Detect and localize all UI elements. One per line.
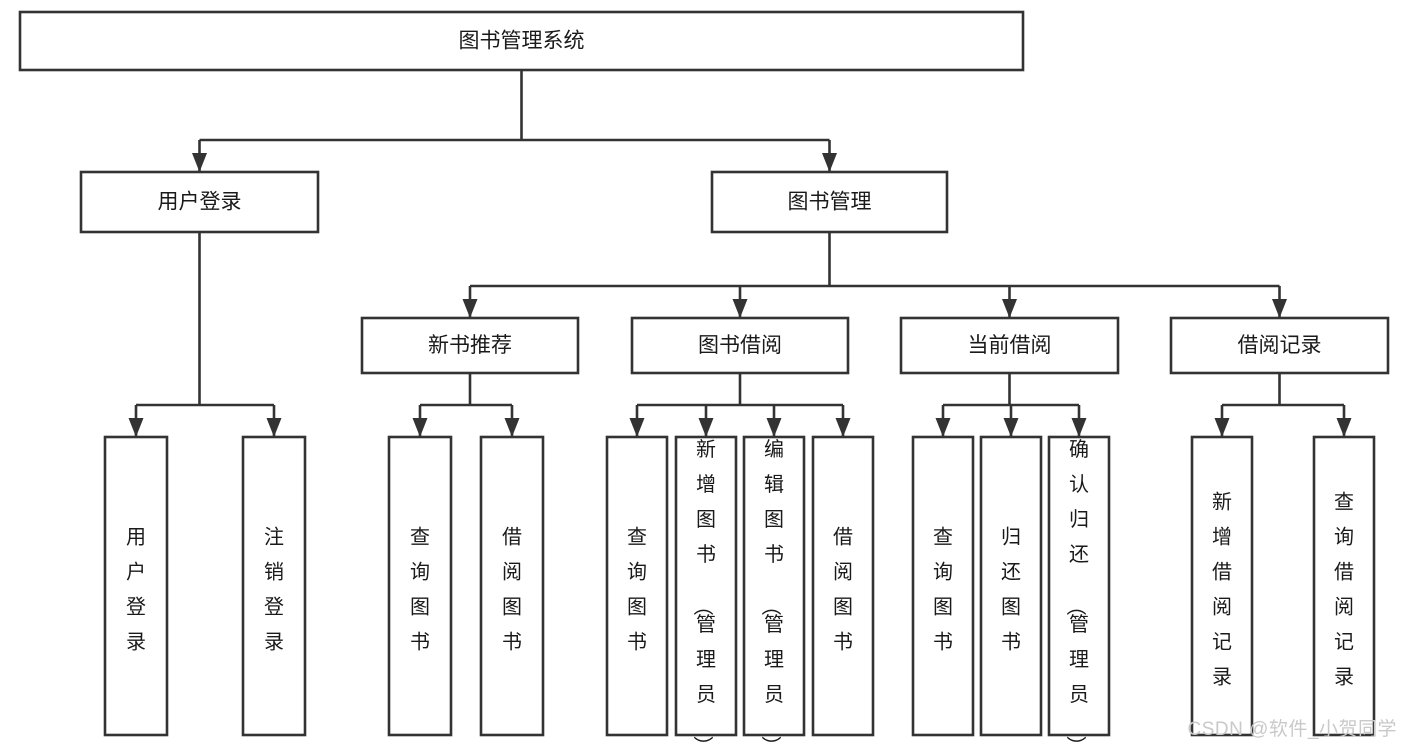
arrow-head-icon xyxy=(1336,418,1352,437)
node-box[interactable] xyxy=(911,435,975,737)
node-book-manage[interactable]: 图书管理 xyxy=(710,170,949,234)
node-label: 归还图书 xyxy=(1001,525,1021,653)
node-box[interactable] xyxy=(630,316,850,375)
arrow-head-icon xyxy=(504,418,520,437)
node-leaf-query-borrow-record[interactable]: 查询借阅记录 xyxy=(1312,435,1376,737)
node-current-borrow[interactable]: 当前借阅 xyxy=(899,316,1120,375)
node-label: 图书管理 xyxy=(788,191,872,214)
node-label: 借阅记录 xyxy=(1238,334,1322,357)
arrow-head-icon xyxy=(935,418,951,437)
node-box[interactable] xyxy=(710,170,949,234)
edge-group xyxy=(1214,373,1352,437)
node-label: 借阅图书 xyxy=(833,525,853,653)
node-label: 用户登录 xyxy=(158,191,242,214)
node-box[interactable] xyxy=(1169,316,1390,375)
arrow-head-icon xyxy=(822,153,837,172)
edge-group xyxy=(192,70,837,172)
node-leaf-query-book-recommend[interactable]: 查询图书 xyxy=(387,435,453,737)
node-box[interactable] xyxy=(18,10,1025,72)
edge-group xyxy=(128,232,282,437)
node-label: 查询借阅记录 xyxy=(1334,490,1354,688)
connector-layer xyxy=(128,70,1352,437)
node-leaf-add-book-admin[interactable]: 新增图书（管理员） xyxy=(674,435,738,747)
node-label: 注销登录 xyxy=(264,525,284,653)
node-box[interactable] xyxy=(605,435,669,737)
node-leaf-user-login[interactable]: 用户登录 xyxy=(103,435,169,737)
arrow-head-icon xyxy=(732,299,748,318)
node-box[interactable] xyxy=(899,316,1120,375)
edge-group xyxy=(412,373,520,437)
arrow-head-icon xyxy=(412,418,428,437)
arrow-head-icon xyxy=(1071,418,1087,437)
arrow-head-icon xyxy=(1272,299,1287,318)
node-label: 查询图书 xyxy=(933,525,953,653)
node-label: 查询图书 xyxy=(627,525,647,653)
arrow-head-icon xyxy=(192,153,207,172)
node-user-login[interactable]: 用户登录 xyxy=(79,170,320,234)
node-layer: 图书管理系统用户登录图书管理新书推荐图书借阅当前借阅借阅记录用户登录注销登录查询… xyxy=(18,10,1390,747)
edge-group xyxy=(462,232,1287,318)
node-new-book-recommend[interactable]: 新书推荐 xyxy=(360,316,580,375)
node-box[interactable] xyxy=(103,435,169,737)
node-label: 当前借阅 xyxy=(968,334,1052,357)
node-box[interactable] xyxy=(674,435,738,737)
node-label: 确认归还（管理员） xyxy=(1064,438,1089,747)
node-leaf-query-book-current[interactable]: 查询图书 xyxy=(911,435,975,737)
edge-group xyxy=(629,373,851,437)
node-box[interactable] xyxy=(742,435,806,737)
node-box[interactable] xyxy=(1047,435,1111,737)
node-label: 查询图书 xyxy=(410,525,430,653)
node-borrow-record[interactable]: 借阅记录 xyxy=(1169,316,1390,375)
node-label: 图书管理系统 xyxy=(459,30,585,53)
node-label: 新书推荐 xyxy=(428,334,512,357)
arrow-head-icon xyxy=(1003,418,1019,437)
node-label: 新增图书（管理员） xyxy=(691,438,716,747)
arrow-head-icon xyxy=(1002,299,1017,318)
node-book-borrow[interactable]: 图书借阅 xyxy=(630,316,850,375)
edge-group xyxy=(935,373,1087,437)
node-box[interactable] xyxy=(360,316,580,375)
node-label: 用户登录 xyxy=(126,526,146,653)
node-box[interactable] xyxy=(1190,435,1254,737)
node-label: 图书借阅 xyxy=(698,334,782,357)
node-leaf-borrow-book[interactable]: 借阅图书 xyxy=(811,435,875,737)
node-label: 借阅图书 xyxy=(502,525,522,653)
node-label: 新增借阅记录 xyxy=(1212,490,1232,688)
arrow-head-icon xyxy=(1214,418,1230,437)
csdn-watermark: CSDN @软件_小贺同学 xyxy=(1187,719,1397,740)
arrow-head-icon xyxy=(128,418,144,437)
node-leaf-logout[interactable]: 注销登录 xyxy=(241,435,307,737)
node-leaf-return-book[interactable]: 归还图书 xyxy=(979,435,1043,737)
node-leaf-borrow-book-recommend[interactable]: 借阅图书 xyxy=(479,435,545,737)
node-root[interactable]: 图书管理系统 xyxy=(18,10,1025,72)
node-box[interactable] xyxy=(241,435,307,737)
node-leaf-query-book-borrow[interactable]: 查询图书 xyxy=(605,435,669,737)
node-leaf-confirm-return-admin[interactable]: 确认归还（管理员） xyxy=(1047,435,1111,747)
arrow-head-icon xyxy=(629,418,645,437)
node-leaf-add-borrow-record[interactable]: 新增借阅记录 xyxy=(1190,435,1254,737)
arrow-head-icon xyxy=(766,418,782,437)
node-leaf-edit-book-admin[interactable]: 编辑图书（管理员） xyxy=(742,435,806,747)
arrow-head-icon xyxy=(835,418,851,437)
node-box[interactable] xyxy=(979,435,1043,737)
arrow-head-icon xyxy=(698,418,714,437)
arrow-head-icon xyxy=(462,299,478,318)
arrow-head-icon xyxy=(266,418,282,437)
node-box[interactable] xyxy=(479,435,545,737)
node-box[interactable] xyxy=(811,435,875,737)
node-box[interactable] xyxy=(387,435,453,737)
node-box[interactable] xyxy=(1312,435,1376,737)
node-label: 编辑图书（管理员） xyxy=(759,438,784,747)
node-box[interactable] xyxy=(79,170,320,234)
